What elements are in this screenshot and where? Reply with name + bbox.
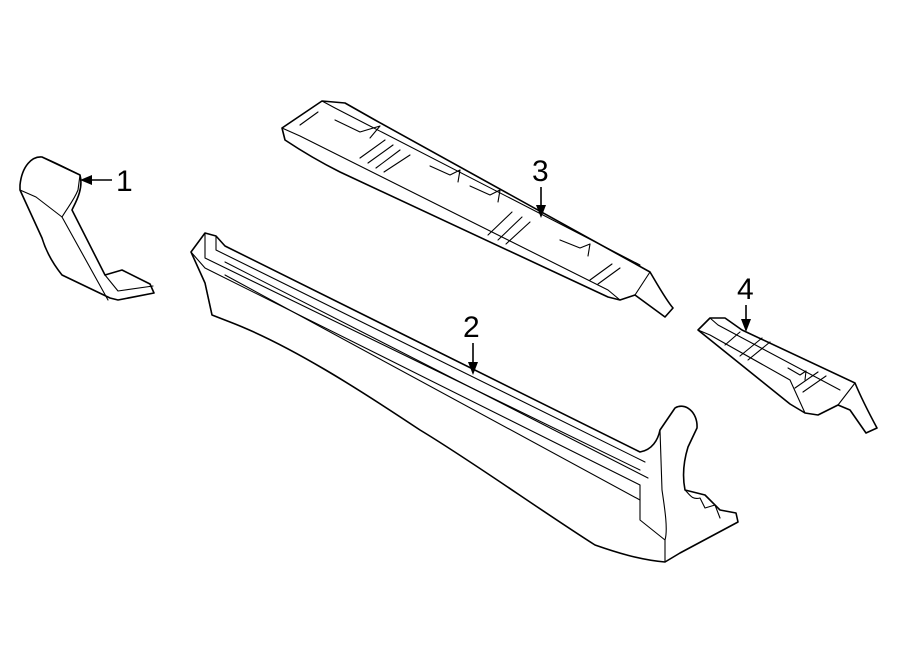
- callout-1: 1: [80, 165, 133, 198]
- callout-2-label: 2: [463, 311, 480, 344]
- callout-4: 4: [737, 273, 754, 332]
- callout-2: 2: [463, 311, 480, 375]
- callout-3-label: 3: [532, 155, 549, 188]
- part-2-sill-panel[interactable]: [190, 232, 739, 563]
- part-3-scuff-plate[interactable]: [281, 100, 674, 318]
- part-1-end-cap[interactable]: [19, 156, 155, 301]
- callout-4-label: 4: [737, 273, 754, 306]
- part-4-scuff-plate[interactable]: [697, 317, 878, 434]
- callout-3: 3: [532, 155, 549, 218]
- callout-1-label: 1: [116, 165, 133, 198]
